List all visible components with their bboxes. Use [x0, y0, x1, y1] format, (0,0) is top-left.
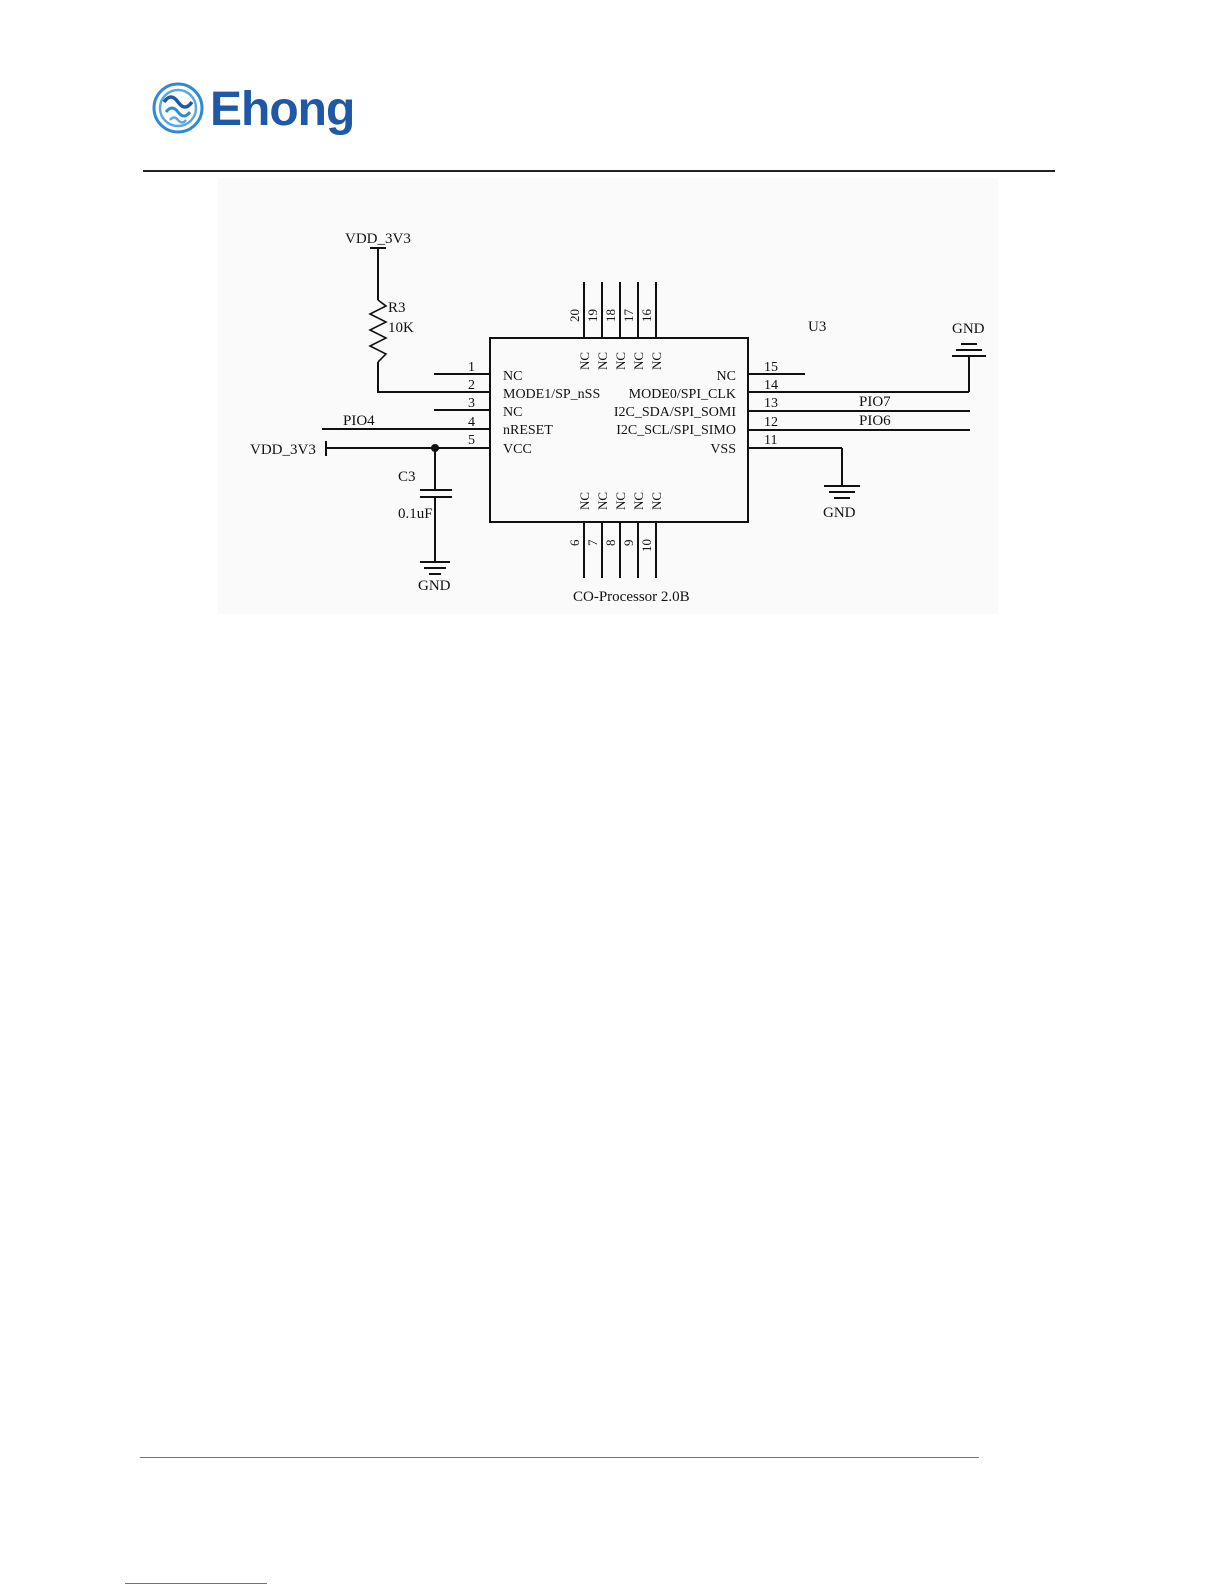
- net-label-pio4: PIO4: [343, 413, 375, 429]
- capacitor-ref: C3: [398, 469, 416, 485]
- resistor-value: 10K: [388, 320, 414, 336]
- resistor-ref: R3: [388, 300, 406, 316]
- pin-name: NC: [631, 492, 646, 510]
- pin-number: 20: [567, 309, 582, 322]
- pin-name: NC: [649, 492, 664, 510]
- capacitor-value: 0.1uF: [398, 506, 433, 522]
- pin-number: 16: [639, 309, 654, 323]
- pin-name: NC: [577, 352, 592, 370]
- pin-number: 6: [567, 539, 582, 546]
- net-label-vdd-left: VDD_3V3: [250, 442, 316, 458]
- footer-divider: [140, 1457, 979, 1458]
- pin-number: 4: [468, 415, 475, 430]
- pin-number: 9: [621, 540, 636, 547]
- part-name: CO-Processor 2.0B: [573, 589, 690, 605]
- pin-number: 11: [764, 433, 777, 448]
- pin-number: 14: [764, 378, 778, 393]
- pin-name: NC: [613, 492, 628, 510]
- footer-link-underline: [125, 1583, 267, 1584]
- pin-name: NC: [717, 369, 736, 384]
- net-label-pio6: PIO6: [859, 413, 891, 429]
- pin-name: I2C_SDA/SPI_SOMI: [614, 405, 736, 420]
- brand-name: Ehong: [210, 80, 354, 140]
- pin-number: 17: [621, 309, 636, 323]
- pin-name: NC: [503, 369, 522, 384]
- pin-name: MODE1/SP_nSS: [503, 387, 600, 402]
- pin-name: MODE0/SPI_CLK: [629, 387, 736, 402]
- pin-number: 3: [468, 396, 475, 411]
- pin-name: NC: [577, 492, 592, 510]
- net-label-gnd-right: GND: [823, 505, 856, 521]
- pin-number: 15: [764, 360, 778, 375]
- junction-dot: [431, 444, 439, 452]
- resistor-r3: [370, 300, 386, 362]
- pin-name: NC: [595, 352, 610, 370]
- part-ref: U3: [808, 319, 826, 335]
- header-divider: [143, 170, 1055, 172]
- pin-number: 2: [468, 378, 475, 393]
- pin-name: NC: [649, 352, 664, 370]
- schematic-diagram: VDD_3V3 R3 10K PIO4 VDD_3V3 C3 0.1uF GND…: [218, 178, 998, 614]
- pin-name: nRESET: [503, 423, 553, 438]
- schematic-svg: VDD_3V3 R3 10K PIO4 VDD_3V3 C3 0.1uF GND…: [218, 178, 998, 614]
- pin-number: 19: [585, 309, 600, 322]
- pin-name: NC: [595, 492, 610, 510]
- pin-name: NC: [613, 352, 628, 370]
- pin-number: 7: [585, 539, 600, 546]
- net-label-pio7: PIO7: [859, 394, 891, 410]
- pin-number: 18: [603, 309, 618, 322]
- pin-name: VSS: [710, 442, 736, 457]
- pin-number: 5: [468, 433, 475, 448]
- net-label-gnd-cap: GND: [418, 578, 451, 594]
- pin-name: NC: [631, 352, 646, 370]
- pin-name: VCC: [503, 442, 532, 457]
- pin-name: NC: [503, 405, 522, 420]
- pin-number: 12: [764, 415, 778, 430]
- pin-name: I2C_SCL/SPI_SIMO: [616, 423, 736, 438]
- net-label-vdd-top: VDD_3V3: [345, 231, 411, 247]
- pin-number: 10: [639, 539, 654, 552]
- pin-number: 1: [468, 360, 475, 375]
- net-label-gnd-top: GND: [952, 321, 985, 337]
- pin-number: 8: [603, 540, 618, 547]
- ehong-wave-logo-icon: [152, 80, 212, 140]
- pin-number: 13: [764, 396, 778, 411]
